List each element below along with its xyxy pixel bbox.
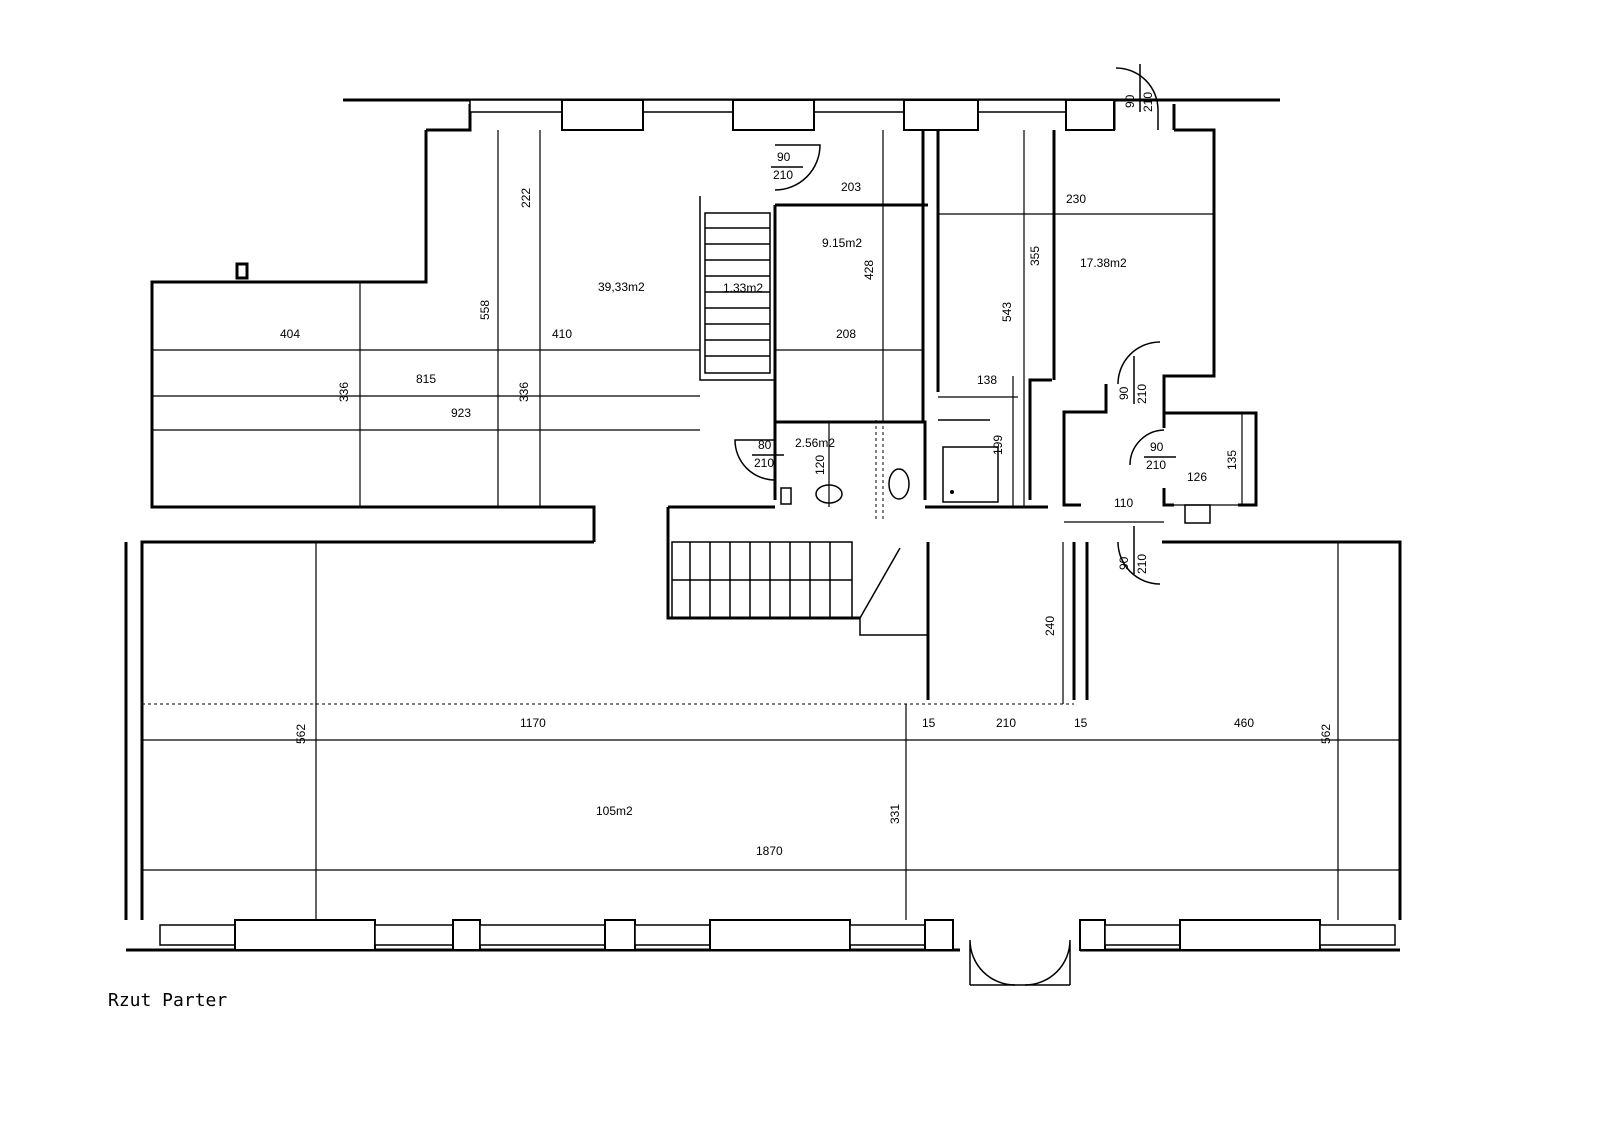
dim-label: 1170 [520, 716, 546, 730]
upper-stair-treads [705, 227, 770, 357]
door-width: 90 [1117, 386, 1131, 400]
dim-label: 230 [1066, 192, 1086, 206]
area-labels: 39,33m2 1.33m2 9.15m2 17.38m2 2.56m2 105… [596, 236, 1127, 818]
dim-label: 1870 [756, 844, 783, 858]
dim-label: 126 [1187, 470, 1207, 484]
dim-label: 815 [416, 372, 436, 386]
dimension-labels: 203 230 404 815 923 410 208 138 126 110 … [280, 180, 1333, 858]
dim-label: 199 [991, 435, 1005, 455]
dim-label: 135 [1225, 450, 1239, 470]
door-height: 210 [754, 456, 774, 470]
area-main-upper: 39,33m2 [598, 280, 645, 294]
dim-label: 138 [977, 373, 997, 387]
dim-label: 460 [1234, 716, 1254, 730]
dim-label: 222 [519, 188, 533, 208]
area-room-center: 9.15m2 [822, 236, 862, 250]
dim-label: 203 [841, 180, 861, 194]
dim-label: 558 [478, 300, 492, 320]
door-height: 210 [1135, 384, 1149, 404]
door-height: 210 [1146, 458, 1166, 472]
door-width: 90 [1150, 440, 1164, 454]
dim-label: 240 [1043, 616, 1057, 636]
door-width: 90 [1123, 94, 1137, 108]
door-width: 90 [1117, 556, 1131, 570]
area-stair-small: 1.33m2 [723, 281, 763, 295]
dim-label: 428 [862, 260, 876, 280]
dim-label: 110 [1114, 496, 1133, 510]
dim-label: 404 [280, 327, 300, 341]
area-room-right: 17.38m2 [1080, 256, 1127, 270]
dim-label: 355 [1028, 246, 1042, 266]
door-height: 210 [1135, 554, 1149, 574]
dimension-lines [142, 130, 1400, 920]
interior-walls [699, 130, 1258, 524]
lower-stair [671, 541, 929, 636]
dim-label: 923 [451, 406, 471, 420]
area-wc: 2.56m2 [795, 436, 835, 450]
dim-label: 336 [517, 382, 531, 402]
area-hall-lower: 105m2 [596, 804, 633, 818]
dim-label: 208 [836, 327, 856, 341]
lower-windows [126, 919, 1400, 986]
dim-label: 15 [1074, 716, 1088, 730]
door-width: 90 [777, 150, 791, 164]
door-height: 210 [773, 168, 793, 182]
dim-label: 336 [337, 382, 351, 402]
door-width: 80 [758, 438, 772, 452]
lower-walls [124, 505, 1402, 920]
dim-label: 15 [922, 716, 936, 730]
upper-windows [469, 99, 1115, 131]
dim-label: 120 [813, 455, 827, 475]
dim-label: 210 [996, 716, 1016, 730]
dim-label: 562 [1319, 724, 1333, 744]
door-labels: 90 210 90 210 80 210 90 210 90 210 [752, 64, 1176, 574]
upper-walls [150, 98, 1280, 542]
door-swings [734, 67, 1165, 585]
plan-caption: Rzut Parter [108, 990, 228, 1011]
door-height: 210 [1141, 92, 1155, 112]
dim-label: 543 [1000, 302, 1014, 322]
dim-label: 410 [552, 327, 572, 341]
dim-label: 562 [294, 724, 308, 744]
dim-label: 331 [888, 804, 902, 824]
